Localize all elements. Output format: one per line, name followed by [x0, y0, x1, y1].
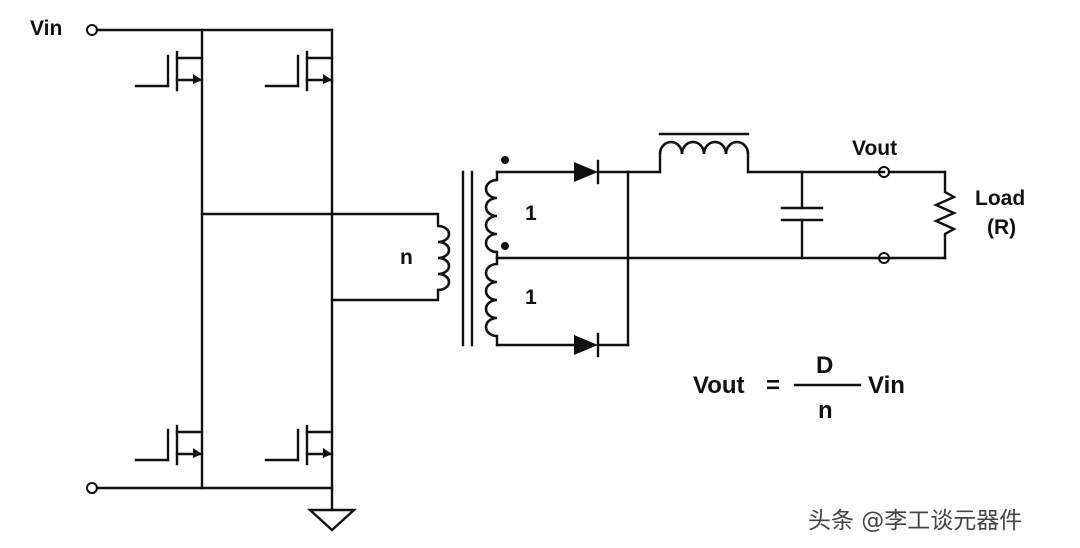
rectifier-diode-top — [495, 159, 630, 185]
transformer-primary-winding — [437, 224, 451, 292]
rectifier-diode-bottom — [495, 332, 630, 358]
mosfet-top-right — [264, 50, 334, 92]
vout-return-terminal — [878, 252, 890, 264]
output-capacitor — [780, 170, 824, 260]
transformer-secondary-top-winding — [484, 170, 499, 260]
primary-wire-top — [200, 212, 440, 228]
mosfet-bottom-right — [264, 424, 334, 466]
formula-denominator: n — [818, 397, 833, 424]
primary-wire-bottom — [330, 288, 440, 302]
transfer-function-formula: Vout = D n Vin — [693, 352, 905, 424]
polarity-dot-center — [501, 242, 509, 250]
transformer-secondary-bottom-winding — [484, 256, 499, 347]
polarity-dot-top — [501, 156, 509, 164]
formula-rhs: Vin — [868, 372, 905, 399]
vout-label: Vout — [852, 137, 897, 160]
output-inductor — [626, 132, 750, 174]
load-resistor — [933, 170, 957, 260]
load-r-label: (R) — [987, 216, 1016, 239]
ground-symbol — [306, 508, 358, 532]
ground-rail — [86, 482, 334, 512]
turns-secondary-bottom-label: 1 — [525, 286, 537, 309]
transformer-core — [461, 170, 474, 347]
formula-equals: = — [766, 372, 780, 399]
vout-terminal — [878, 166, 947, 178]
watermark: 头条 @李工谈元器件 — [808, 508, 1022, 534]
formula-lhs: Vout — [693, 372, 745, 399]
formula-numerator: D — [816, 352, 833, 379]
turns-primary-label: n — [400, 246, 413, 269]
mosfet-top-left — [134, 50, 204, 92]
vin-label: Vin — [30, 17, 62, 40]
vin-terminal — [86, 24, 334, 36]
turns-secondary-top-label: 1 — [525, 202, 537, 225]
mosfet-bottom-left — [134, 424, 204, 466]
load-label: Load — [975, 187, 1025, 210]
